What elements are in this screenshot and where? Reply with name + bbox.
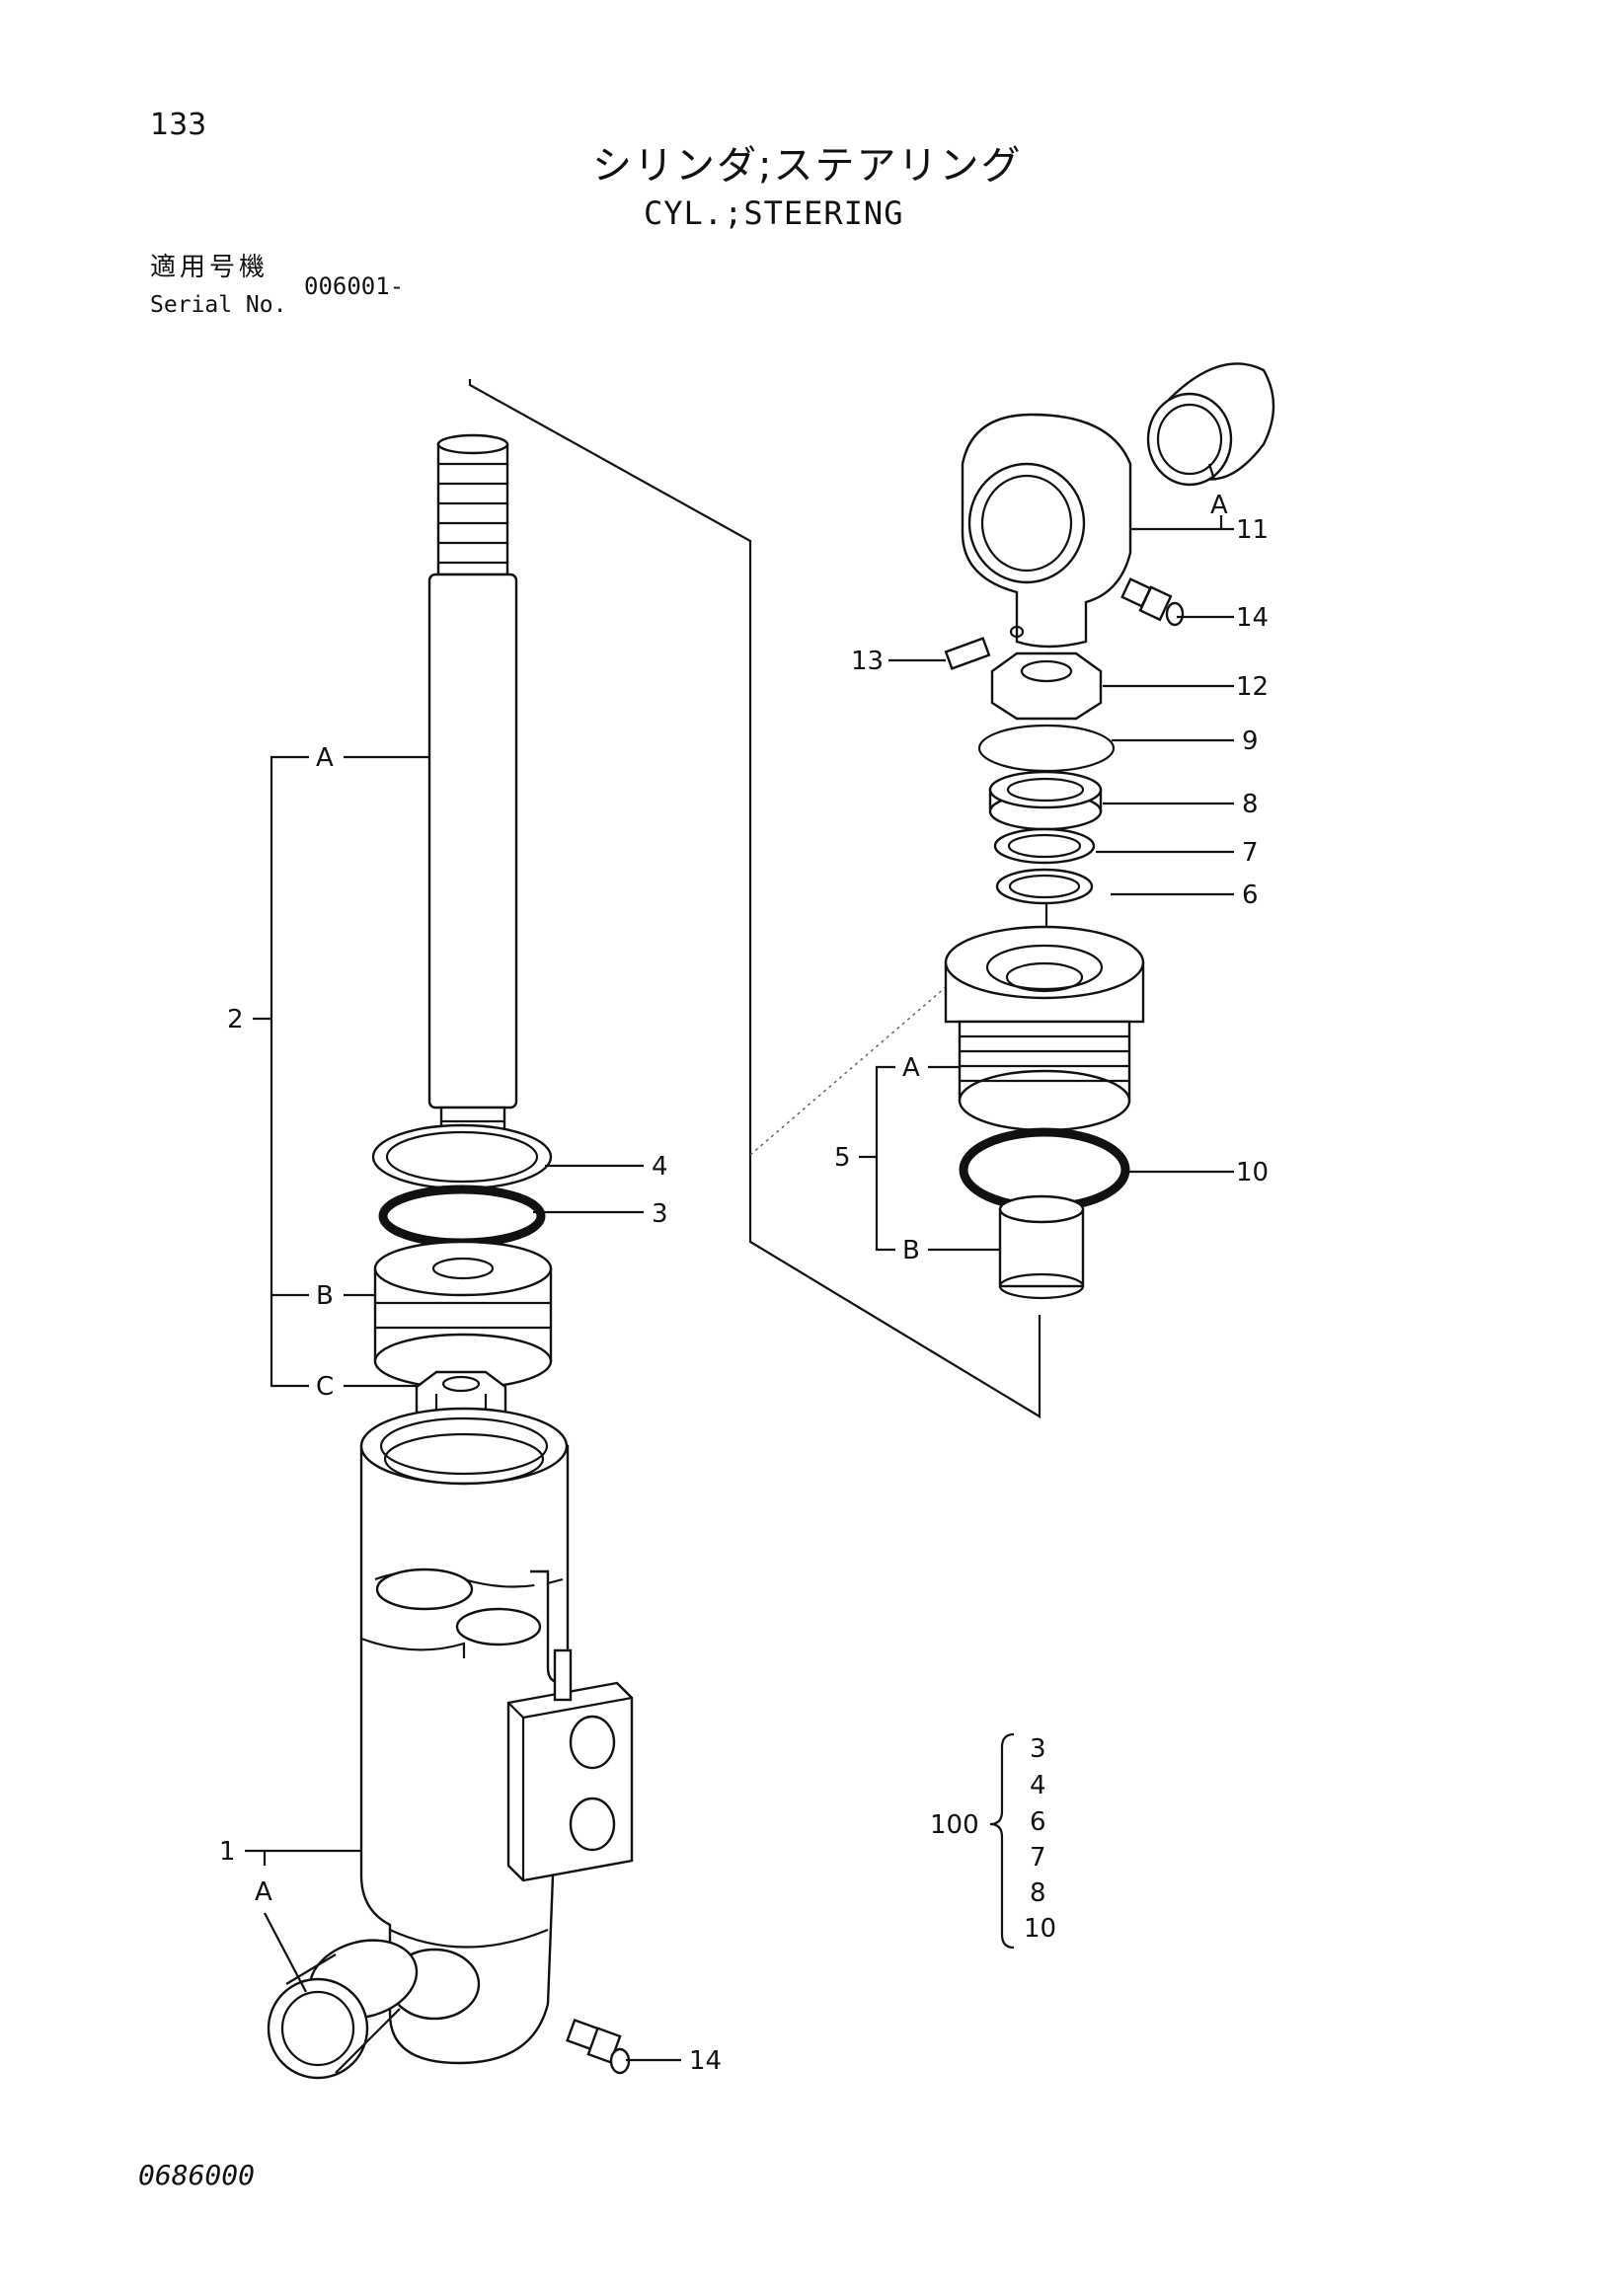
callout-8: 8 (1242, 790, 1259, 819)
head-bushing (998, 1194, 1085, 1300)
tube-bushing (267, 1939, 419, 2080)
callout-4: 4 (652, 1152, 668, 1182)
rod-eye (961, 413, 1132, 649)
callout-2-b: B (316, 1281, 334, 1311)
kit-item: 6 (1030, 1807, 1046, 1837)
callout-14-top: 14 (1236, 603, 1269, 633)
grease-fitting-top (1120, 577, 1185, 627)
callout-10: 10 (1236, 1158, 1269, 1187)
part-9-snap-ring (977, 724, 1116, 773)
cylinder-tube (359, 1407, 570, 2065)
rod-eye-bushing (1146, 362, 1275, 487)
callout-3: 3 (652, 1199, 668, 1229)
kit-number: 100 (930, 1810, 979, 1840)
piston-rod (427, 433, 518, 1169)
kit-item: 8 (1030, 1878, 1046, 1908)
kit-item: 10 (1024, 1914, 1056, 1944)
guide-dash-line (749, 986, 947, 1156)
callout-1: 1 (219, 1837, 236, 1867)
set-screw (944, 637, 991, 670)
drawing-code: 0686000 (138, 2159, 256, 2191)
rod-end-nut (990, 651, 1103, 721)
leader-lines (245, 463, 1234, 2062)
callout-13: 13 (851, 647, 884, 676)
piston (373, 1240, 553, 1390)
page-number: 133 (150, 108, 207, 142)
callout-2: 2 (227, 1005, 244, 1034)
callout-6: 6 (1242, 880, 1259, 910)
kit-brace (989, 1732, 1015, 1950)
title-japanese: シリンダ;ステアリング (592, 143, 1023, 189)
grease-fitting-bottom (566, 2018, 631, 2075)
serial-label-japanese: 適用号機 (150, 253, 270, 282)
callout-14-bottom: 14 (689, 2046, 722, 2076)
callout-12: 12 (1236, 672, 1269, 702)
callout-9: 9 (1242, 727, 1259, 756)
kit-item: 3 (1030, 1734, 1046, 1764)
callout-7: 7 (1242, 838, 1259, 868)
cylinder-head (944, 925, 1145, 1132)
callout-2-a: A (316, 743, 334, 773)
callout-2-c: C (316, 1372, 334, 1402)
kit-item: 7 (1030, 1843, 1046, 1873)
serial-number-value: 006001- (304, 272, 405, 300)
callout-5-b: B (902, 1236, 920, 1265)
assembly-link-line (468, 379, 1041, 1418)
callout-11: 11 (1236, 515, 1269, 545)
part-3-o-ring (378, 1185, 546, 1248)
part-4-ring (371, 1123, 553, 1190)
callout-5-a: A (902, 1053, 920, 1083)
part-8-seal (988, 770, 1103, 831)
callout-5: 5 (834, 1143, 851, 1173)
kit-item: 4 (1030, 1771, 1046, 1800)
callout-11-a: A (1210, 491, 1228, 520)
port-block (506, 1569, 634, 1882)
callout-1-a: A (255, 1877, 272, 1907)
serial-label-english: Serial No. (150, 292, 287, 318)
title-english: CYL.;STEERING (644, 194, 904, 232)
